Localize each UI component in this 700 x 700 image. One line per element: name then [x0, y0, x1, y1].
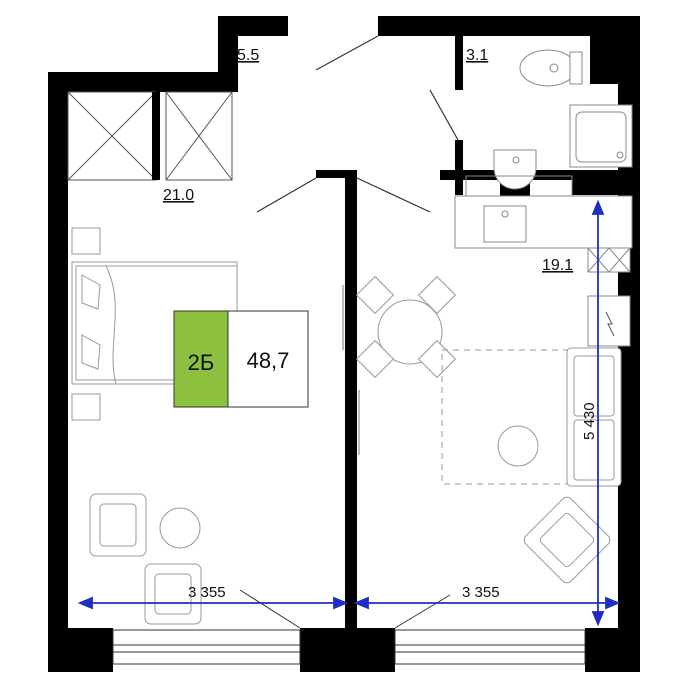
living-depth-dimension: 5 430 — [581, 402, 598, 440]
hall-area-label: 5.5 — [237, 47, 259, 64]
kitchen-area-label: 19.1 — [542, 257, 573, 274]
bathroom-area-label: 3.1 — [466, 47, 488, 64]
badge-type-box — [173, 310, 229, 408]
ventilation-shafts — [67, 91, 233, 181]
bedroom-furniture — [71, 227, 238, 625]
apartment-type: 2Б — [188, 350, 215, 375]
bedroom-width-dimension: 3 355 — [188, 584, 226, 601]
door-swings — [256, 35, 459, 213]
apartment-total-area: 48,7 — [247, 348, 290, 373]
room-labels: 5.5 3.1 21.0 19.1 — [163, 47, 573, 274]
living-furniture — [342, 275, 622, 584]
living-width-dimension: 3 355 — [462, 584, 500, 601]
windows — [112, 589, 586, 665]
apartment-badge: 2Б 48,7 — [173, 310, 309, 408]
bathroom-fixtures — [465, 49, 633, 197]
dimension-lines — [77, 199, 621, 627]
bedroom-area-label: 21.0 — [163, 187, 194, 204]
kitchen-fixtures — [454, 195, 633, 347]
